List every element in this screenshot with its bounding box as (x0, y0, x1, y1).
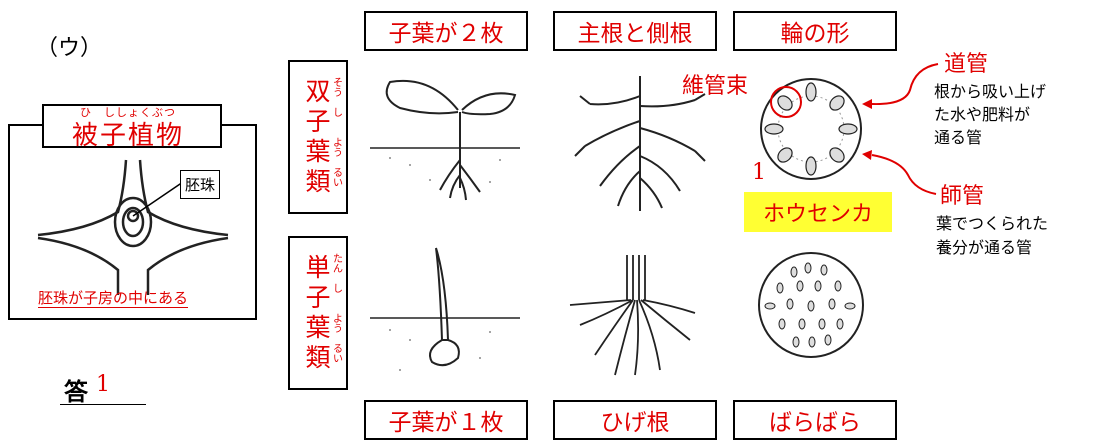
header-taproot: 主根と側根 (553, 11, 717, 51)
monocot-char-1: 単 (305, 253, 331, 282)
plant-name-highlight: ホウセンカ (744, 192, 892, 232)
monocot-char-3: 葉 (305, 313, 331, 342)
ovary-diagram (37, 159, 229, 295)
phloem-desc-2: 養分が通る管 (936, 238, 1033, 257)
annotation-number: 1 (752, 160, 766, 185)
dicot-char-2: 子 (305, 107, 331, 136)
section-label: （ウ） (36, 36, 103, 61)
xylem-desc-3: 通る管 (934, 128, 983, 147)
dicot-ruby-1: そう (333, 78, 343, 99)
angiosperm-caption: 胚珠が子房の中にある (38, 289, 189, 308)
monocot-char-4: 類 (305, 343, 331, 372)
xylem-title: 道管 (944, 52, 989, 77)
phloem-title: 師管 (940, 184, 985, 209)
dicot-char-3: 葉 (305, 137, 331, 166)
vascular-bundle-label: 維管束 (682, 74, 749, 99)
angiosperm-ruby: ひ ししょくぶつ (80, 106, 176, 119)
header-fibrous: ひげ根 (553, 400, 717, 440)
dicot-ruby-2: し (333, 108, 343, 119)
header-cotyledon-two: 子葉が２枚 (364, 11, 528, 51)
angiosperm-title: 被子植物 (72, 121, 185, 151)
dicot-label: 双そう 子し 葉よう 類るい (288, 60, 348, 214)
monocot-label: 単たん 子し 葉よう 類るい (288, 236, 348, 390)
dicot-ruby-4: るい (333, 168, 343, 189)
dicot-stem-section (760, 78, 862, 180)
monocot-ruby-2: し (333, 284, 343, 295)
dicot-char-4: 類 (305, 167, 331, 196)
answer-label: 答 (64, 378, 88, 406)
answer-underline (60, 404, 146, 405)
dicot-seedling (370, 79, 520, 201)
monocot-ruby-4: るい (333, 344, 343, 365)
fibrous-root-diagram (569, 255, 696, 376)
header-ring: 輪の形 (733, 11, 897, 51)
monocot-char-2: 子 (305, 283, 331, 312)
ovule-label: 胚珠 (180, 170, 221, 199)
xylem-desc-1: 根から吸い上げ (934, 82, 1047, 101)
header-cotyledon-one: 子葉が１枚 (364, 400, 528, 440)
monocot-seedling (370, 247, 520, 371)
xylem-desc-2: た水や肥料が (934, 105, 1031, 124)
angiosperm-title-box (42, 104, 222, 148)
answer-value: 1 (96, 372, 110, 397)
header-scattered: ばらばら (733, 400, 897, 440)
monocot-ruby-3: よう (333, 314, 343, 335)
dicot-char-1: 双 (305, 77, 331, 106)
monocot-ruby-1: たん (333, 254, 343, 275)
dicot-ruby-3: よう (333, 138, 343, 159)
taproot-diagram (574, 76, 706, 211)
monocot-stem-section (758, 252, 864, 358)
phloem-desc-1: 葉でつくられた (936, 214, 1049, 233)
